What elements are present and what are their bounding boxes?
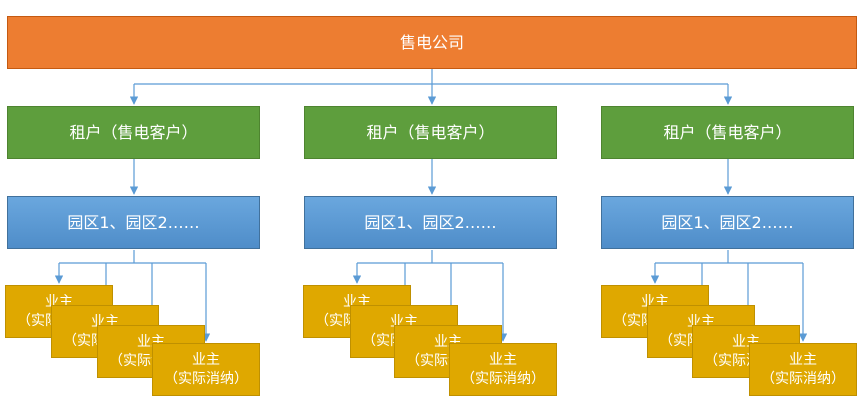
park-node-1: 园区1、园区2…… (7, 196, 260, 249)
park-node-2: 园区1、园区2…… (304, 196, 557, 249)
company-node: 售电公司 (7, 16, 857, 69)
tenant-node-2: 租户（售电客户） (304, 106, 557, 159)
park-label: 园区1、园区2…… (364, 212, 497, 232)
park-label: 园区1、园区2…… (67, 212, 200, 232)
company-connectors (129, 69, 733, 105)
park-label: 园区1、园区2…… (661, 212, 794, 232)
tenant-label: 租户（售电客户） (663, 122, 792, 142)
owner-title: 业主 (489, 351, 517, 368)
owner-subtitle: （实际消纳） (164, 370, 248, 387)
owner-node-3-4: 业主 （实际消纳） (749, 343, 857, 396)
tenant-node-3: 租户（售电客户） (601, 106, 854, 159)
tenant-node-1: 租户（售电客户） (7, 106, 260, 159)
owner-subtitle: （实际消纳） (461, 370, 545, 387)
owner-node-1-4: 业主 （实际消纳） (152, 343, 260, 396)
owner-title: 业主 (192, 351, 220, 368)
owner-title: 业主 (789, 351, 817, 368)
tenant-label: 租户（售电客户） (366, 122, 495, 142)
owner-subtitle: （实际消纳） (761, 370, 845, 387)
company-label: 售电公司 (399, 32, 464, 52)
tenant-connectors (129, 159, 733, 195)
owner-node-2-4: 业主 （实际消纳） (449, 343, 557, 396)
tenant-label: 租户（售电客户） (69, 122, 198, 142)
park-node-3: 园区1、园区2…… (601, 196, 854, 249)
